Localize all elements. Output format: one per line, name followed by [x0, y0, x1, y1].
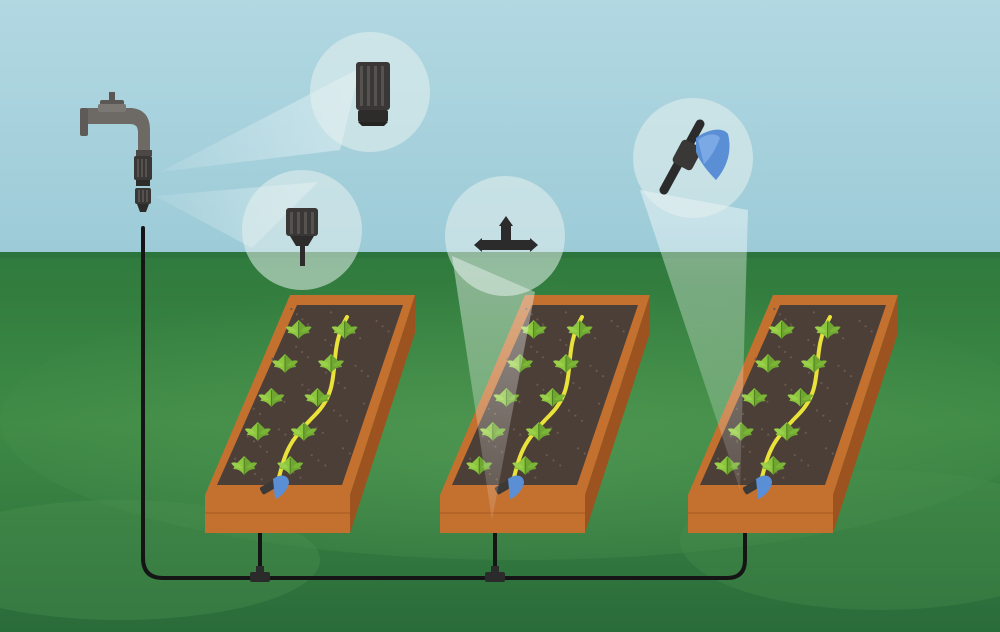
tee-connector-2 — [485, 566, 505, 582]
connector-icon — [356, 62, 390, 126]
pressure-reducer — [135, 188, 151, 212]
reducer-icon — [286, 208, 318, 266]
faucet-icon — [80, 92, 152, 156]
tee-connector-1 — [250, 566, 270, 582]
raised-bed-1 — [205, 295, 415, 533]
valve-icon — [659, 119, 730, 195]
faucet-adapter — [134, 156, 152, 186]
tee-icon — [474, 216, 538, 252]
